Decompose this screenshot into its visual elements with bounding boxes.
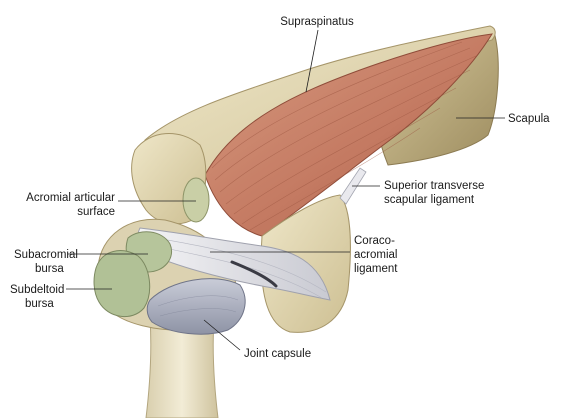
label-joint-capsule: Joint capsule [244, 348, 311, 360]
label-subacromial-2: bursa [35, 263, 64, 275]
labels: Supraspinatus Scapula Acromial articular… [10, 16, 550, 360]
humerus-shaft [145, 317, 219, 418]
label-scapula: Scapula [508, 113, 550, 125]
label-acromial-1: Acromial articular [26, 192, 115, 204]
muscle-fibers [211, 41, 477, 231]
label-subdeltoid-2: bursa [25, 298, 54, 310]
acromial-articular-surface [182, 177, 210, 223]
joint-capsule-shape [146, 278, 246, 335]
label-coraco-3: ligament [354, 263, 398, 275]
label-coraco-1: Coraco- [354, 235, 395, 247]
label-superior-2: scapular ligament [384, 194, 475, 206]
label-acromial-2: surface [77, 206, 115, 218]
label-supraspinatus: Supraspinatus [280, 16, 354, 28]
label-coraco-2: acromial [354, 249, 397, 261]
label-superior-1: Superior transverse [384, 180, 484, 192]
label-subacromial-1: Subacromial [14, 249, 78, 261]
leader-lines [66, 29, 505, 351]
subdeltoid-bursa-shape [93, 250, 151, 317]
label-subdeltoid-1: Subdeltoid [10, 284, 64, 296]
